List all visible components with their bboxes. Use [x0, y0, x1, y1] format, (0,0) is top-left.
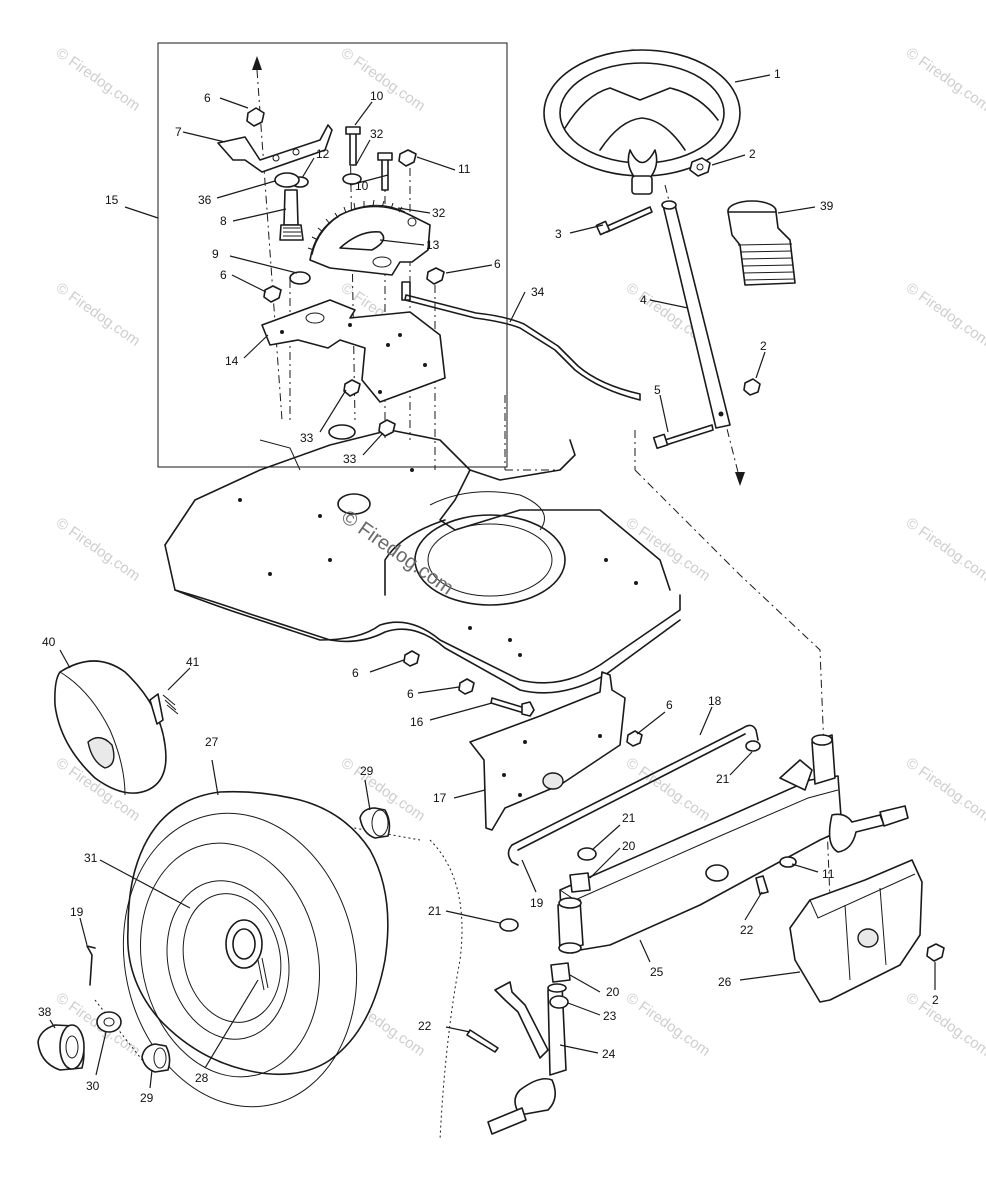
callout-label: 10 [355, 179, 369, 193]
callout-label: 21 [622, 811, 636, 825]
left-spindle [466, 962, 571, 1135]
callout-label: 1 [774, 67, 781, 81]
callout-label: 40 [42, 635, 56, 649]
callout-label: 39 [820, 199, 834, 213]
callout-label: 21 [428, 904, 442, 918]
nut-6-icon [246, 107, 265, 127]
frame-chassis: © Firedog.com [164, 429, 681, 694]
watermark-text: © Firedog.com [53, 44, 144, 114]
callout-label: 6 [407, 687, 414, 701]
callout-label: 27 [205, 735, 219, 749]
callout-labels: 1 2 3 4 39 2 5 6 7 10 32 12 11 36 10 8 3… [38, 67, 939, 1105]
callout-label: 6 [494, 257, 501, 271]
callout-label: 2 [932, 993, 939, 1007]
callout-label: 29 [360, 764, 374, 778]
watermark-text: © Firedog.com [53, 279, 144, 349]
callout-label: 26 [718, 975, 732, 989]
watermark-text: © Firedog.com [903, 44, 986, 114]
callout-label: 6 [666, 698, 673, 712]
steering-boot [727, 200, 796, 286]
watermark-text: © Firedog.com [338, 44, 429, 114]
callout-label: 24 [602, 1047, 616, 1061]
callout-label: 2 [760, 339, 767, 353]
callout-label: 12 [316, 147, 330, 161]
callout-label: 31 [84, 851, 98, 865]
axle-support-bracket [403, 650, 643, 831]
wheel-tire [122, 790, 389, 1108]
steering-shaft [661, 200, 731, 429]
watermark-text: © Firedog.com [903, 514, 986, 584]
callout-label: 4 [640, 293, 647, 307]
callout-label: 32 [432, 206, 446, 220]
callout-label: 36 [198, 193, 212, 207]
drag-link [404, 294, 641, 401]
callout-label: 20 [606, 985, 620, 999]
watermark-text: © Firedog.com [623, 514, 714, 584]
callout-label: 17 [433, 791, 447, 805]
callout-label: 23 [603, 1009, 617, 1023]
callout-label: 9 [212, 247, 219, 261]
callout-label: 38 [38, 1005, 52, 1019]
callout-label: 2 [749, 147, 756, 161]
callout-label: 34 [531, 285, 545, 299]
callout-label: 5 [654, 383, 661, 397]
callout-label: 3 [555, 227, 562, 241]
callout-label: 10 [370, 89, 384, 103]
callout-label: 33 [343, 452, 357, 466]
direction-arrows [252, 56, 745, 486]
callout-label: 22 [418, 1019, 432, 1033]
callout-label: 14 [225, 354, 239, 368]
callout-label: 11 [822, 867, 835, 881]
inset-detail-box [157, 42, 508, 468]
hub-cap [54, 660, 179, 796]
callout-label: 15 [105, 193, 119, 207]
callout-label: 41 [186, 655, 200, 669]
steering-gear-assembly [217, 124, 446, 403]
callout-label: 25 [650, 965, 664, 979]
watermark-text: © Firedog.com [623, 989, 714, 1059]
callout-label: 28 [195, 1071, 209, 1085]
axle-pivot-bracket [789, 859, 945, 1003]
front-axle [499, 734, 909, 954]
callout-label: 8 [220, 214, 227, 228]
callout-label: 33 [300, 431, 314, 445]
leader-lines [49, 74, 936, 1089]
callout-label: 22 [740, 923, 754, 937]
callout-label: 19 [70, 905, 84, 919]
watermark-text: © Firedog.com [903, 279, 986, 349]
callout-label: 32 [370, 127, 384, 141]
wheel-hardware [37, 807, 391, 1073]
callout-label: 18 [708, 694, 722, 708]
steering-wheel [543, 49, 741, 195]
callout-label: 16 [410, 715, 424, 729]
callout-label: 30 [86, 1079, 100, 1093]
callout-label: 6 [220, 268, 227, 282]
callout-label: 19 [530, 896, 544, 910]
callout-label: 13 [426, 238, 440, 252]
callout-label: 6 [204, 91, 211, 105]
watermark-text: © Firedog.com [903, 989, 986, 1059]
watermark-text: © Firedog.com [903, 754, 986, 824]
callout-label: 29 [140, 1091, 154, 1105]
callout-label: 7 [175, 125, 182, 139]
callout-label: 21 [716, 772, 730, 786]
callout-label: 11 [458, 162, 471, 176]
tie-rod [507, 724, 759, 866]
callout-label: 20 [622, 839, 636, 853]
callout-label: 6 [352, 666, 359, 680]
watermark-text: © Firedog.com [53, 514, 144, 584]
